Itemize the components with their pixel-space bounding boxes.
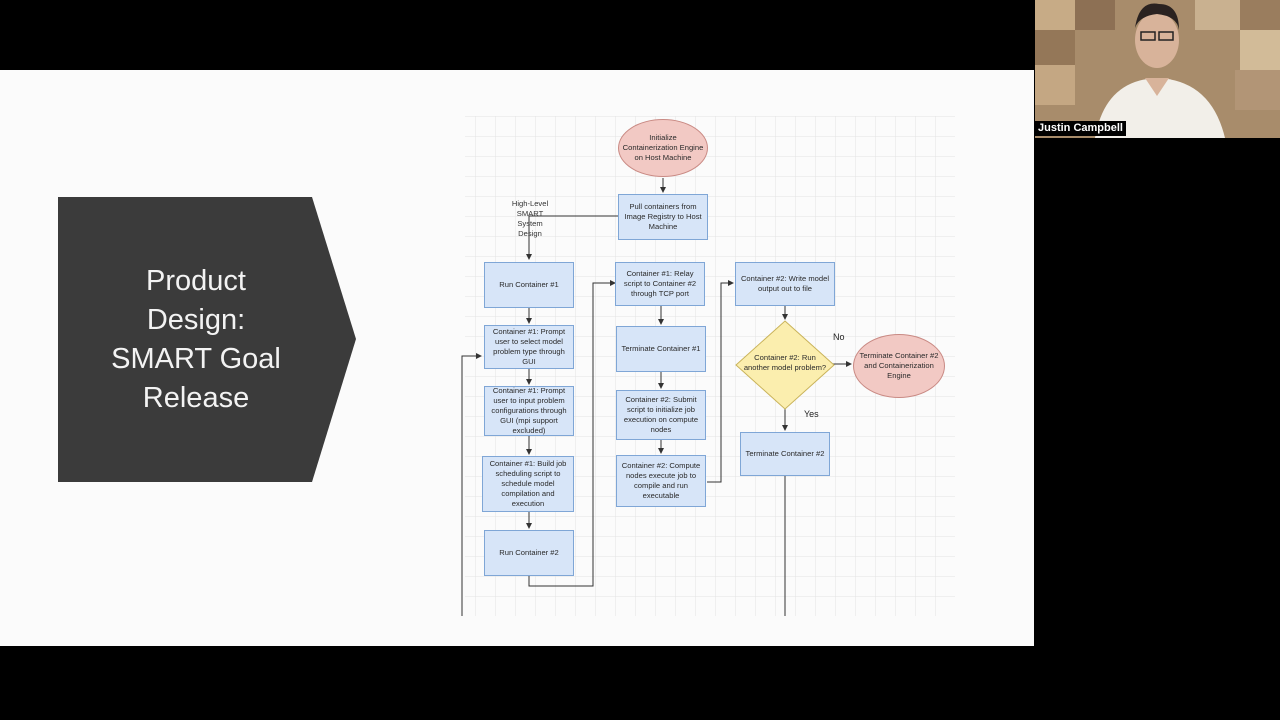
node-relay-script: Container #1: Relay script to Container …	[615, 262, 705, 306]
node-run-container-1: Run Container #1	[484, 262, 574, 308]
slide-title-line-2: Design:	[146, 303, 246, 336]
title-chevron: Product Design: SMART Goal Release	[58, 197, 356, 482]
flowchart-diagram: High-Level SMART System Design Initializ…	[455, 116, 955, 616]
node-terminate-container-2: Terminate Container #2	[740, 432, 830, 476]
diagram-caption-line-2: SMART	[516, 209, 544, 218]
slide-title: Product Design: SMART Goal Release	[58, 197, 334, 482]
slide-title-line-4: Release	[142, 381, 250, 414]
webcam-feed-image	[1035, 0, 1280, 138]
node-pull-containers: Pull containers from Image Registry to H…	[618, 194, 708, 240]
node-terminate-container-1: Terminate Container #1	[616, 326, 706, 372]
participant-name-label: Justin Campbell	[1035, 121, 1126, 136]
node-decision-label: Container #2: Run another model problem?	[743, 353, 827, 372]
node-terminate-engine: Terminate Container #2 and Containerizat…	[853, 334, 945, 398]
node-run-container-2: Run Container #2	[484, 530, 574, 576]
chevron-shape	[58, 197, 356, 482]
node-initialize-engine: Initialize Containerization Engine on Ho…	[618, 119, 708, 177]
node-submit-script: Container #2: Submit script to initializ…	[616, 390, 706, 440]
participant-video[interactable]	[1035, 0, 1280, 138]
edge-label-no: No	[833, 332, 845, 342]
node-compute-nodes: Container #2: Compute nodes execute job …	[616, 455, 706, 507]
slide-title-line-1: Product	[146, 264, 246, 297]
node-prompt-config: Container #1: Prompt user to input probl…	[484, 386, 574, 436]
diagram-caption: High-Level SMART System Design	[500, 199, 560, 239]
diagram-caption-line-1: High-Level	[511, 199, 549, 208]
node-write-output: Container #2: Write model output out to …	[735, 262, 835, 306]
node-decision-diamond	[735, 320, 835, 410]
edge-label-yes: Yes	[804, 409, 819, 419]
diagram-caption-line-4: Design	[518, 229, 542, 238]
presentation-slide: Product Design: SMART Goal Release	[0, 70, 1034, 646]
slide-title-line-3: SMART Goal	[111, 342, 281, 375]
diagram-caption-line-3: System	[517, 219, 543, 228]
node-build-job: Container #1: Build job scheduling scrip…	[482, 456, 574, 512]
node-prompt-model: Container #1: Prompt user to select mode…	[484, 325, 574, 369]
